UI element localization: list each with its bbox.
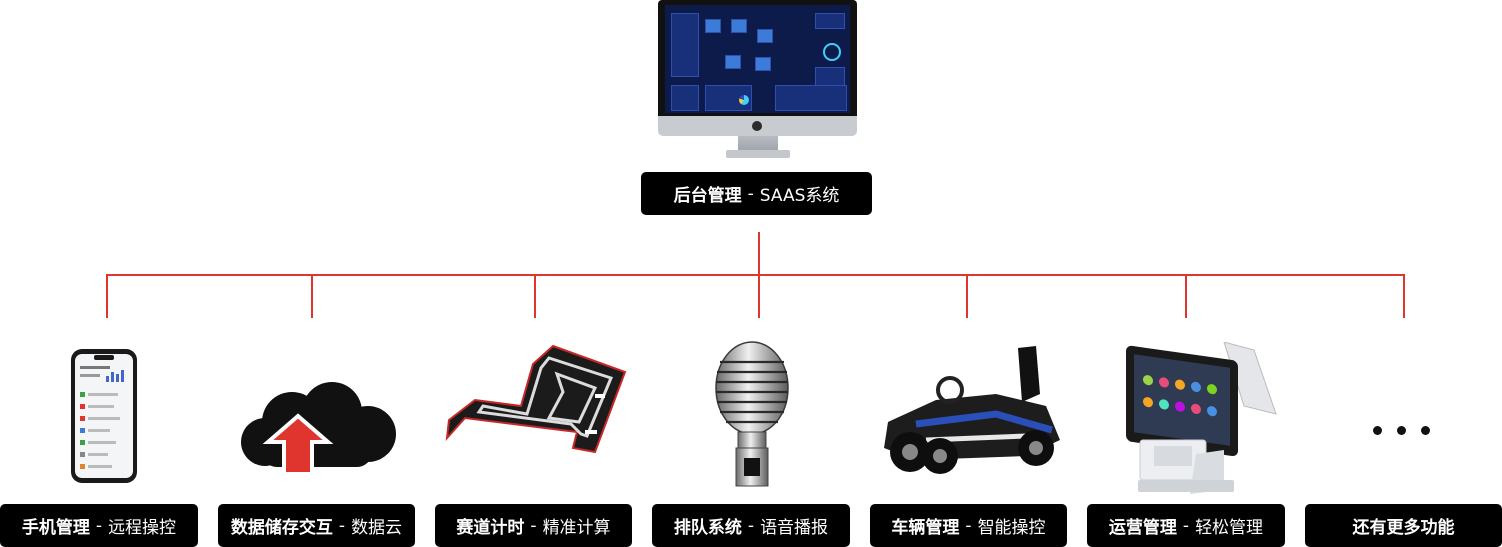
module-label-phone: 手机管理 - 远程操控 xyxy=(0,504,198,547)
module-separator: - xyxy=(747,515,755,536)
branch-connector xyxy=(534,274,536,318)
module-label-queue: 排队系统 - 语音播报 xyxy=(652,504,850,547)
top-label-separator: - xyxy=(747,183,754,204)
module-separator: - xyxy=(1182,515,1190,536)
microphone-icon xyxy=(715,341,789,487)
module-subtitle: 语音播报 xyxy=(760,518,829,538)
module-title: 运营管理 xyxy=(1108,518,1177,538)
branch-bar xyxy=(107,274,1404,276)
top-label-subtitle: SAAS系统 xyxy=(759,186,840,206)
module-label-operations: 运营管理 - 轻松管理 xyxy=(1087,504,1285,547)
module-separator: - xyxy=(530,515,537,536)
branch-connector xyxy=(311,274,313,318)
ellipsis-dot xyxy=(1421,426,1430,435)
go-kart-icon xyxy=(884,346,1060,474)
module-label-track-timing: 赛道计时 - 精准计算 xyxy=(435,504,632,547)
dashboard-screen xyxy=(665,5,850,113)
cloud-upload-icon xyxy=(241,382,396,476)
module-label-data: 数据储存交互 - 数据云 xyxy=(218,504,415,547)
branch-connector xyxy=(758,274,760,318)
module-separator: - xyxy=(338,515,346,536)
top-label: 后台管理 - SAAS系统 xyxy=(641,172,872,215)
branch-connector xyxy=(1185,274,1187,318)
race-track-icon xyxy=(445,344,627,454)
module-subtitle: 远程操控 xyxy=(108,518,177,538)
module-subtitle: 智能操控 xyxy=(977,518,1046,538)
module-label-vehicle: 车辆管理 - 智能操控 xyxy=(870,504,1067,547)
module-title: 数据储存交互 xyxy=(230,518,333,538)
module-subtitle: 数据云 xyxy=(351,518,403,538)
ellipsis-dot xyxy=(1373,426,1382,435)
module-separator: - xyxy=(95,515,103,536)
smartphone-icon xyxy=(71,349,137,483)
module-title: 还有更多功能 xyxy=(1352,518,1455,538)
module-title: 手机管理 xyxy=(21,518,90,538)
apple-logo-icon xyxy=(752,121,762,131)
top-label-title: 后台管理 xyxy=(673,186,742,206)
module-label-more: 还有更多功能 xyxy=(1305,504,1502,547)
trunk-connector xyxy=(758,232,760,276)
module-title: 车辆管理 xyxy=(891,518,960,538)
branch-connector xyxy=(966,274,968,318)
pos-terminal-icon xyxy=(1126,342,1277,494)
branch-connector xyxy=(106,274,108,318)
module-title: 赛道计时 xyxy=(456,518,525,538)
module-separator: - xyxy=(965,515,972,536)
branch-connector xyxy=(1403,274,1405,318)
monitor-image xyxy=(658,0,857,160)
module-subtitle: 轻松管理 xyxy=(1195,518,1264,538)
ellipsis-dot xyxy=(1397,426,1406,435)
module-subtitle: 精准计算 xyxy=(542,518,611,538)
module-title: 排队系统 xyxy=(673,518,742,538)
